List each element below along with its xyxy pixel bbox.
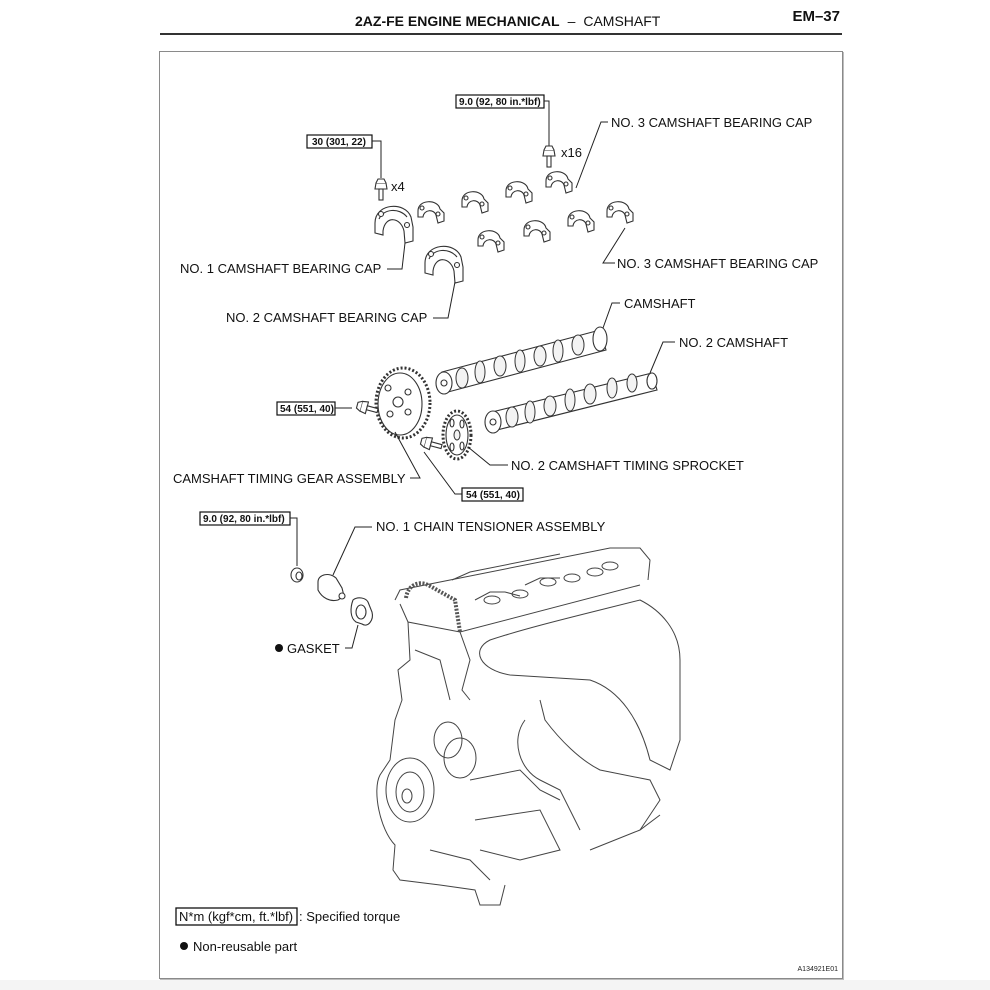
leader-chain-tensioner — [332, 526, 372, 576]
torque-callout-tensioner: 9.0 (92, 80 in.*lbf) — [199, 511, 298, 566]
no3-bearing-cap-part — [606, 201, 634, 224]
bearing-caps — [374, 171, 634, 284]
torque-callout-sprocket: 54 (551, 40) — [423, 451, 524, 502]
tensioner-nut-part — [290, 567, 304, 583]
header-rule — [160, 33, 842, 35]
label-no3-bearing-cap-upper: NO. 3 CAMSHAFT BEARING CAP — [611, 115, 812, 130]
gasket-part — [350, 597, 373, 626]
no3-bearing-cap-part — [461, 191, 489, 214]
no1-bearing-cap-part — [374, 205, 414, 244]
torque-value: 30 (301, 22) — [312, 137, 366, 148]
leader-line — [423, 451, 462, 495]
legend-torque-units: N*m (kgf*cm, ft.*lbf) — [179, 909, 293, 924]
label-no1-bearing-cap: NO. 1 CAMSHAFT BEARING CAP — [180, 261, 381, 276]
camshaft-part — [435, 326, 608, 395]
legend-non-reusable: Non-reusable part — [193, 939, 297, 954]
label-no2-timing-sprocket: NO. 2 CAMSHAFT TIMING SPROCKET — [511, 458, 744, 473]
bolt-no1-cap — [374, 178, 388, 201]
section-title-separator: – — [567, 13, 576, 29]
torque-callout-timing-gear: 54 (551, 40) — [276, 401, 352, 416]
label-no2-camshaft: NO. 2 CAMSHAFT — [679, 335, 788, 350]
page-header: 2AZ-FE ENGINE MECHANICAL–CAMSHAFT EM–37 — [160, 8, 842, 34]
leader-no1-cap — [387, 242, 406, 270]
section-title-sub: CAMSHAFT — [583, 13, 661, 29]
torque-callout-no3-cap-bolts: 9.0 (92, 80 in.*lbf) — [455, 94, 550, 146]
no3-bearing-cap-part — [417, 201, 445, 224]
non-reusable-bullet-icon — [275, 644, 283, 652]
leader-no3-cap-lower — [602, 227, 626, 264]
label-no3-bearing-cap-lower: NO. 3 CAMSHAFT BEARING CAP — [617, 256, 818, 271]
torque-value: 9.0 (92, 80 in.*lbf) — [459, 97, 541, 108]
torque-box — [461, 487, 524, 502]
label-no1-chain-tensioner: NO. 1 CHAIN TENSIONER ASSEMBLY — [376, 519, 606, 534]
label-no2-bearing-cap: NO. 2 CAMSHAFT BEARING CAP — [226, 310, 427, 325]
leader-line — [372, 140, 382, 178]
leader-no3-cap-upper — [575, 121, 608, 189]
no3-bearing-cap-part — [567, 210, 595, 233]
page-number: EM–37 — [792, 8, 840, 25]
sprocket-bolt — [419, 434, 444, 453]
label-gasket: GASKET — [287, 641, 340, 656]
qty-no3-bolts: x16 — [561, 145, 582, 160]
camshaft-timing-gear-part — [374, 366, 432, 440]
no3-bearing-cap-part — [545, 171, 573, 194]
leader-no2-cap — [433, 281, 456, 319]
no2-camshaft-part — [484, 372, 658, 434]
leader-sprocket — [467, 446, 508, 466]
bolt-no3-cap — [542, 145, 556, 168]
torque-value: 54 (551, 40) — [280, 404, 334, 415]
leader-gasket — [345, 624, 359, 649]
qty-no1-bolts: x4 — [391, 179, 405, 194]
torque-value: 54 (551, 40) — [466, 490, 520, 501]
section-title-main: 2AZ-FE ENGINE MECHANICAL — [355, 13, 560, 29]
legend-torque-description: : Specified torque — [299, 909, 400, 924]
non-reusable-bullet-icon — [180, 942, 188, 950]
label-camshaft: CAMSHAFT — [624, 296, 696, 311]
timing-gear-bolt — [355, 398, 380, 417]
no1-chain-tensioner-part — [317, 573, 346, 602]
no2-bearing-cap-part — [424, 245, 464, 284]
engine-assembly-illustration — [376, 547, 681, 906]
leader-line — [544, 100, 550, 146]
no2-timing-sprocket-part — [441, 409, 473, 461]
torque-value: 9.0 (92, 80 in.*lbf) — [203, 514, 285, 525]
page-bottom-margin — [0, 980, 990, 990]
torque-callout-no1-cap-bolts: 30 (301, 22) — [306, 134, 382, 178]
no3-bearing-cap-part — [477, 230, 505, 253]
leader-timing-gear — [394, 431, 421, 479]
leader-no2-camshaft — [649, 341, 675, 374]
leader-line — [290, 517, 298, 566]
legend: N*m (kgf*cm, ft.*lbf) : Specified torque… — [175, 907, 400, 954]
label-timing-gear-assembly: CAMSHAFT TIMING GEAR ASSEMBLY — [173, 471, 406, 486]
leader-camshaft — [602, 302, 620, 329]
legend-torque-box — [175, 907, 298, 926]
section-title: 2AZ-FE ENGINE MECHANICAL–CAMSHAFT — [355, 13, 660, 29]
no3-bearing-cap-part — [523, 220, 551, 243]
figure-id: A134921E01 — [798, 966, 839, 973]
no3-bearing-cap-part — [505, 181, 533, 204]
